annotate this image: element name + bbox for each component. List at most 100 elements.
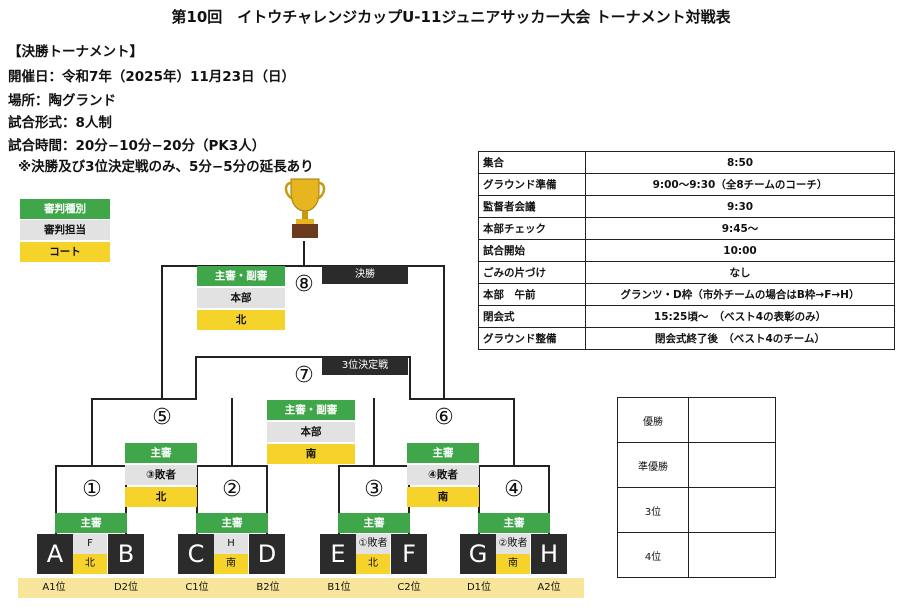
seed-label: B1位: [304, 578, 374, 598]
schedule-value: 15:25頃〜 （ベスト4の表彰のみ）: [585, 305, 895, 328]
third-referee-assign: 本部: [267, 422, 355, 442]
bracket-line: [195, 356, 197, 400]
ranking-label: 3位: [617, 487, 689, 533]
ranking-label: 4位: [617, 532, 689, 578]
schedule-key: 集合: [478, 151, 586, 174]
match4-court: 南: [496, 554, 530, 574]
match1-assign: F 北: [73, 534, 107, 574]
match1-court: 北: [73, 554, 107, 574]
extra-time-note: ※決勝及び3位決定戦のみ、5分−5分の延長あり: [18, 159, 314, 175]
match-number-1: ①: [77, 477, 107, 502]
team-e: E: [320, 534, 356, 574]
ranking-label: 準優勝: [617, 442, 689, 488]
ranking-row: 3位: [617, 487, 776, 533]
team-f: F: [391, 534, 427, 574]
schedule-value: 9:30: [585, 195, 895, 218]
ranking-value: [688, 442, 776, 488]
schedule-row: 本部 午前グランツ・D枠（市外チームの場合はB枠→F→H）: [478, 283, 895, 306]
match1-referee-type: 主審: [55, 513, 127, 533]
bracket-line: [161, 265, 163, 400]
match-number-2: ②: [217, 477, 247, 502]
seed-label: C1位: [162, 578, 232, 598]
match-number-4: ④: [499, 477, 529, 502]
bracket-line: [196, 465, 198, 535]
schedule-key: ごみの片づけ: [478, 261, 586, 284]
tournament-heading: 【決勝トーナメント】: [8, 44, 143, 60]
trophy-icon: [284, 178, 326, 238]
bracket-line: [548, 465, 550, 535]
match2-assign: H 南: [214, 534, 248, 574]
schedule-row: ごみの片づけなし: [478, 261, 895, 284]
bracket-line: [409, 356, 411, 400]
seed-label: B2位: [232, 578, 304, 598]
bracket-line: [409, 398, 515, 400]
bracket-line: [196, 465, 268, 467]
team-b: B: [108, 534, 144, 574]
third-court: 南: [267, 444, 355, 464]
final-court: 北: [197, 310, 285, 330]
match-number-3: ③: [359, 477, 389, 502]
page-title: 第10回 イトウチャレンジカップU-11ジュニアサッカー大会 トーナメント対戦表: [171, 8, 731, 26]
schedule-key: 本部 午前: [478, 283, 586, 306]
schedule-value: 8:50: [585, 151, 895, 174]
bracket-line: [91, 398, 197, 400]
ranking-value: [688, 397, 776, 443]
seed-label: C2位: [374, 578, 444, 598]
legend-referee-type: 審判種別: [20, 199, 110, 219]
match2-court: 南: [214, 554, 248, 574]
semi6-court: 南: [407, 487, 479, 507]
match-number-5: ⑤: [147, 405, 177, 430]
match3-court: 北: [356, 554, 390, 574]
bracket-line: [55, 465, 57, 535]
match-time: 試合時間：20分−10分−20分（PK3人）: [8, 138, 266, 154]
event-date: 開催日：令和7年（2025年）11月23日（日）: [8, 69, 296, 85]
schedule-value: 閉会式終了後 （ベスト4のチーム）: [585, 327, 895, 350]
ranking-value: [688, 532, 776, 578]
match-number-7: ⑦: [289, 363, 319, 388]
match3-assign: ①敗者 北: [356, 534, 390, 574]
legend-court: コート: [20, 242, 110, 262]
team-a: A: [37, 534, 73, 574]
bracket-line: [373, 398, 375, 466]
ranking-table: 優勝 準優勝 3位 4位: [617, 397, 776, 578]
schedule-key: グラウンド整備: [478, 327, 586, 350]
match3-referee-assign: ①敗者: [356, 534, 390, 554]
match4-assign: ②敗者 南: [496, 534, 530, 574]
team-g: G: [460, 534, 496, 574]
bracket-line: [266, 465, 268, 535]
ranking-label: 優勝: [617, 397, 689, 443]
semi6-referee-type: 主審: [407, 443, 479, 463]
bracket-line: [338, 465, 340, 535]
match2-referee-type: 主審: [196, 513, 268, 533]
third-referee-type: 主審・副審: [267, 400, 355, 420]
seed-label: A1位: [18, 578, 90, 598]
schedule-key: 試合開始: [478, 239, 586, 262]
bracket-line: [513, 398, 515, 466]
match3-referee-type: 主審: [338, 513, 410, 533]
match-number-8: ⑧: [289, 272, 319, 297]
schedule-value: 9:45〜: [585, 217, 895, 240]
team-d: D: [249, 534, 285, 574]
ranking-row: 優勝: [617, 397, 776, 443]
bracket-line: [303, 241, 305, 266]
final-referee-type: 主審・副審: [197, 266, 285, 286]
bracket-line: [161, 265, 445, 267]
match-number-6: ⑥: [429, 405, 459, 430]
ranking-row: 準優勝: [617, 442, 776, 488]
third-place-label: 3位決定戦: [322, 357, 408, 375]
event-place: 場所：陶グランド: [8, 93, 116, 109]
bracket-line: [195, 356, 411, 358]
bracket-line: [478, 465, 480, 535]
semi5-referee-assign: ③敗者: [125, 465, 197, 485]
schedule-key: 閉会式: [478, 305, 586, 328]
final-label: 決勝: [322, 266, 408, 284]
schedule-row: グラウンド整備閉会式終了後 （ベスト4のチーム）: [478, 327, 895, 350]
bracket-line: [338, 465, 410, 467]
team-c: C: [178, 534, 214, 574]
semi6-referee-assign: ④敗者: [407, 465, 479, 485]
